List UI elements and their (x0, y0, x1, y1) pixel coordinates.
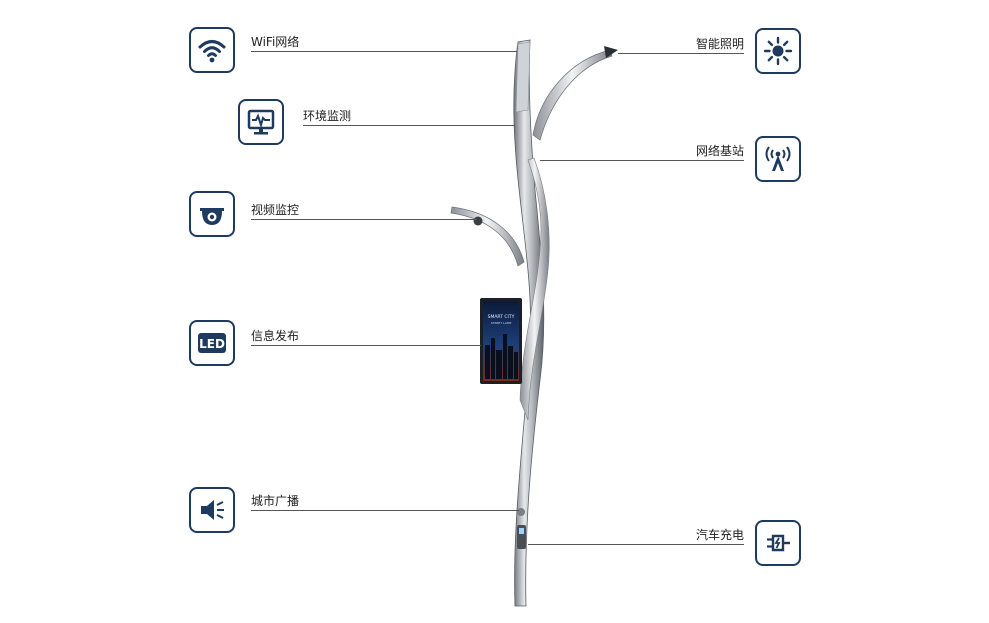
screen-line2: STREET LAMP (491, 321, 512, 325)
camera-dome (473, 216, 483, 226)
label-info: 信息发布 (251, 329, 300, 343)
leader-info (251, 345, 481, 346)
label-charging: 汽车充电 (695, 528, 744, 542)
camera-arm (450, 206, 525, 267)
charging-icon (755, 520, 801, 566)
lamp-head (604, 46, 618, 58)
monitor-icon (238, 99, 284, 145)
lamp-arm (532, 49, 613, 141)
speaker-grill (517, 508, 525, 516)
screen-line1: SMART CITY (488, 314, 515, 320)
wifi-icon (189, 27, 235, 73)
label-lighting: 智能照明 (695, 37, 744, 51)
leader-basestation (540, 160, 744, 161)
sun-icon (755, 28, 801, 74)
label-environment: 环境监测 (303, 109, 352, 123)
label-video: 视频监控 (251, 203, 300, 217)
leader-environment (303, 125, 515, 126)
label-broadcast: 城市广播 (251, 494, 300, 508)
label-basestation: 网络基站 (695, 144, 744, 158)
pole-panel (515, 41, 531, 113)
camera-icon (189, 191, 235, 237)
led-icon: LED (189, 320, 235, 366)
leader-wifi (251, 51, 517, 52)
pole-ribbon (519, 157, 550, 421)
leader-charging (528, 544, 744, 545)
antenna-icon (755, 136, 801, 182)
leader-video (251, 219, 477, 220)
city-skyline (485, 334, 518, 379)
label-wifi: WiFi网络 (251, 35, 300, 49)
leader-broadcast (251, 510, 519, 511)
leader-lighting (618, 53, 744, 54)
led-icon-text: LED (199, 337, 225, 351)
speaker-icon (189, 487, 235, 533)
